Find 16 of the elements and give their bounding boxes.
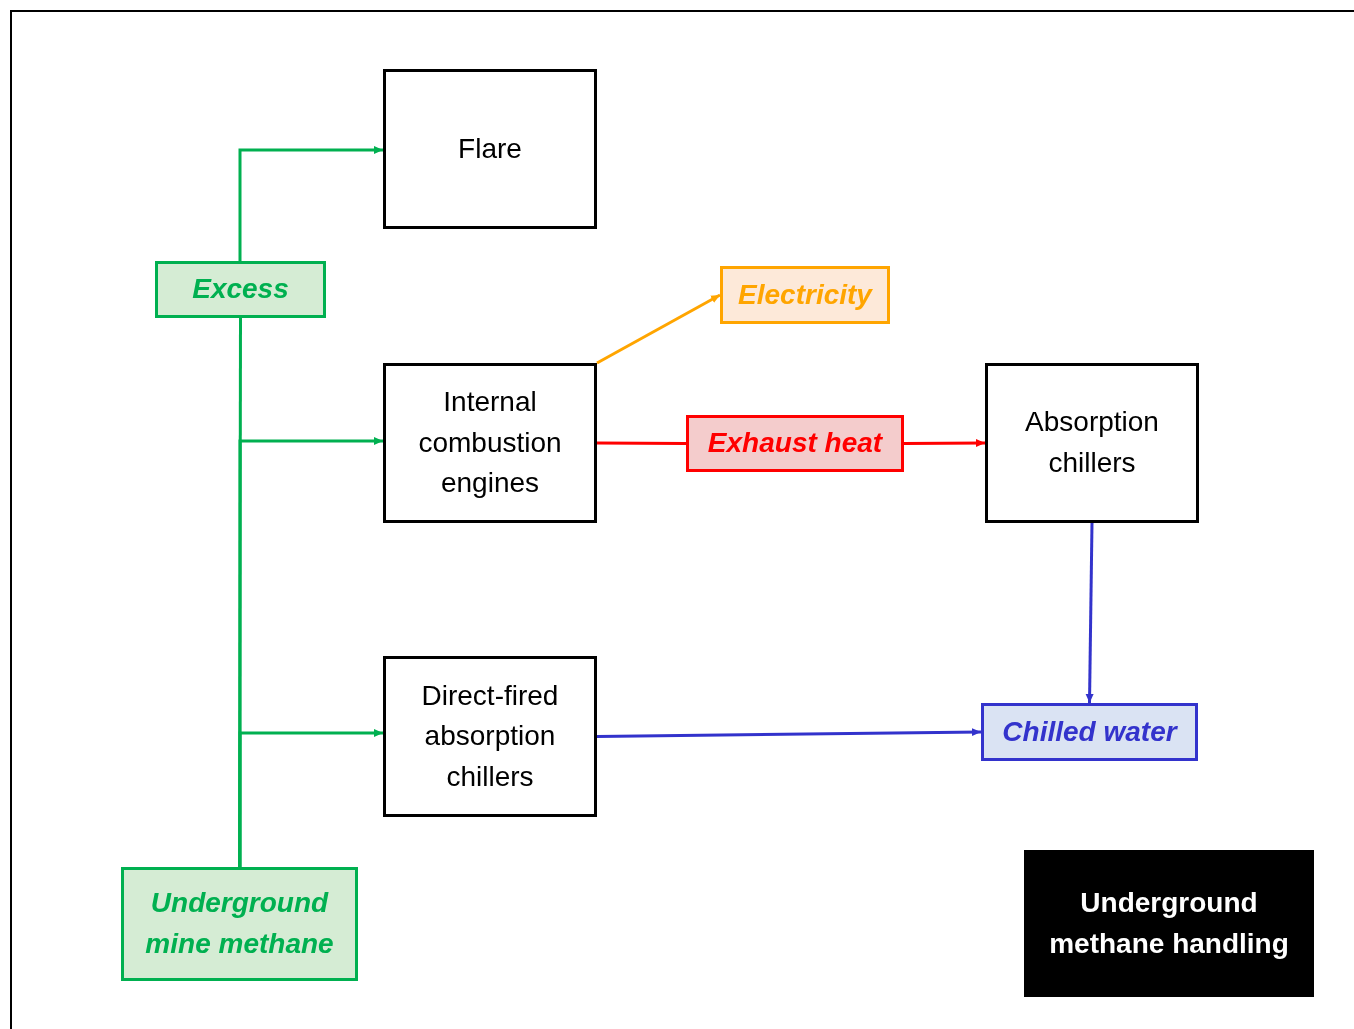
output-box: Chilled water	[981, 703, 1198, 761]
process-box: Absorption chillers	[985, 363, 1199, 523]
stream-box: Exhaust heat	[686, 415, 904, 472]
arrow	[1085, 522, 1094, 704]
process-box: Direct-fired absorption chillers	[383, 656, 597, 817]
arrow	[904, 439, 985, 448]
title-box: Underground methane handling	[1024, 850, 1314, 997]
arrow	[597, 728, 981, 738]
arrow	[238, 729, 383, 867]
output-box: Electricity	[720, 266, 890, 324]
process-box: Internal combustion engines	[383, 363, 597, 523]
source-box: Underground mine methane	[121, 867, 358, 981]
process-box: Flare	[383, 69, 597, 229]
arrow	[238, 146, 383, 261]
arrow	[596, 293, 721, 365]
stream-box: Excess	[155, 261, 326, 318]
